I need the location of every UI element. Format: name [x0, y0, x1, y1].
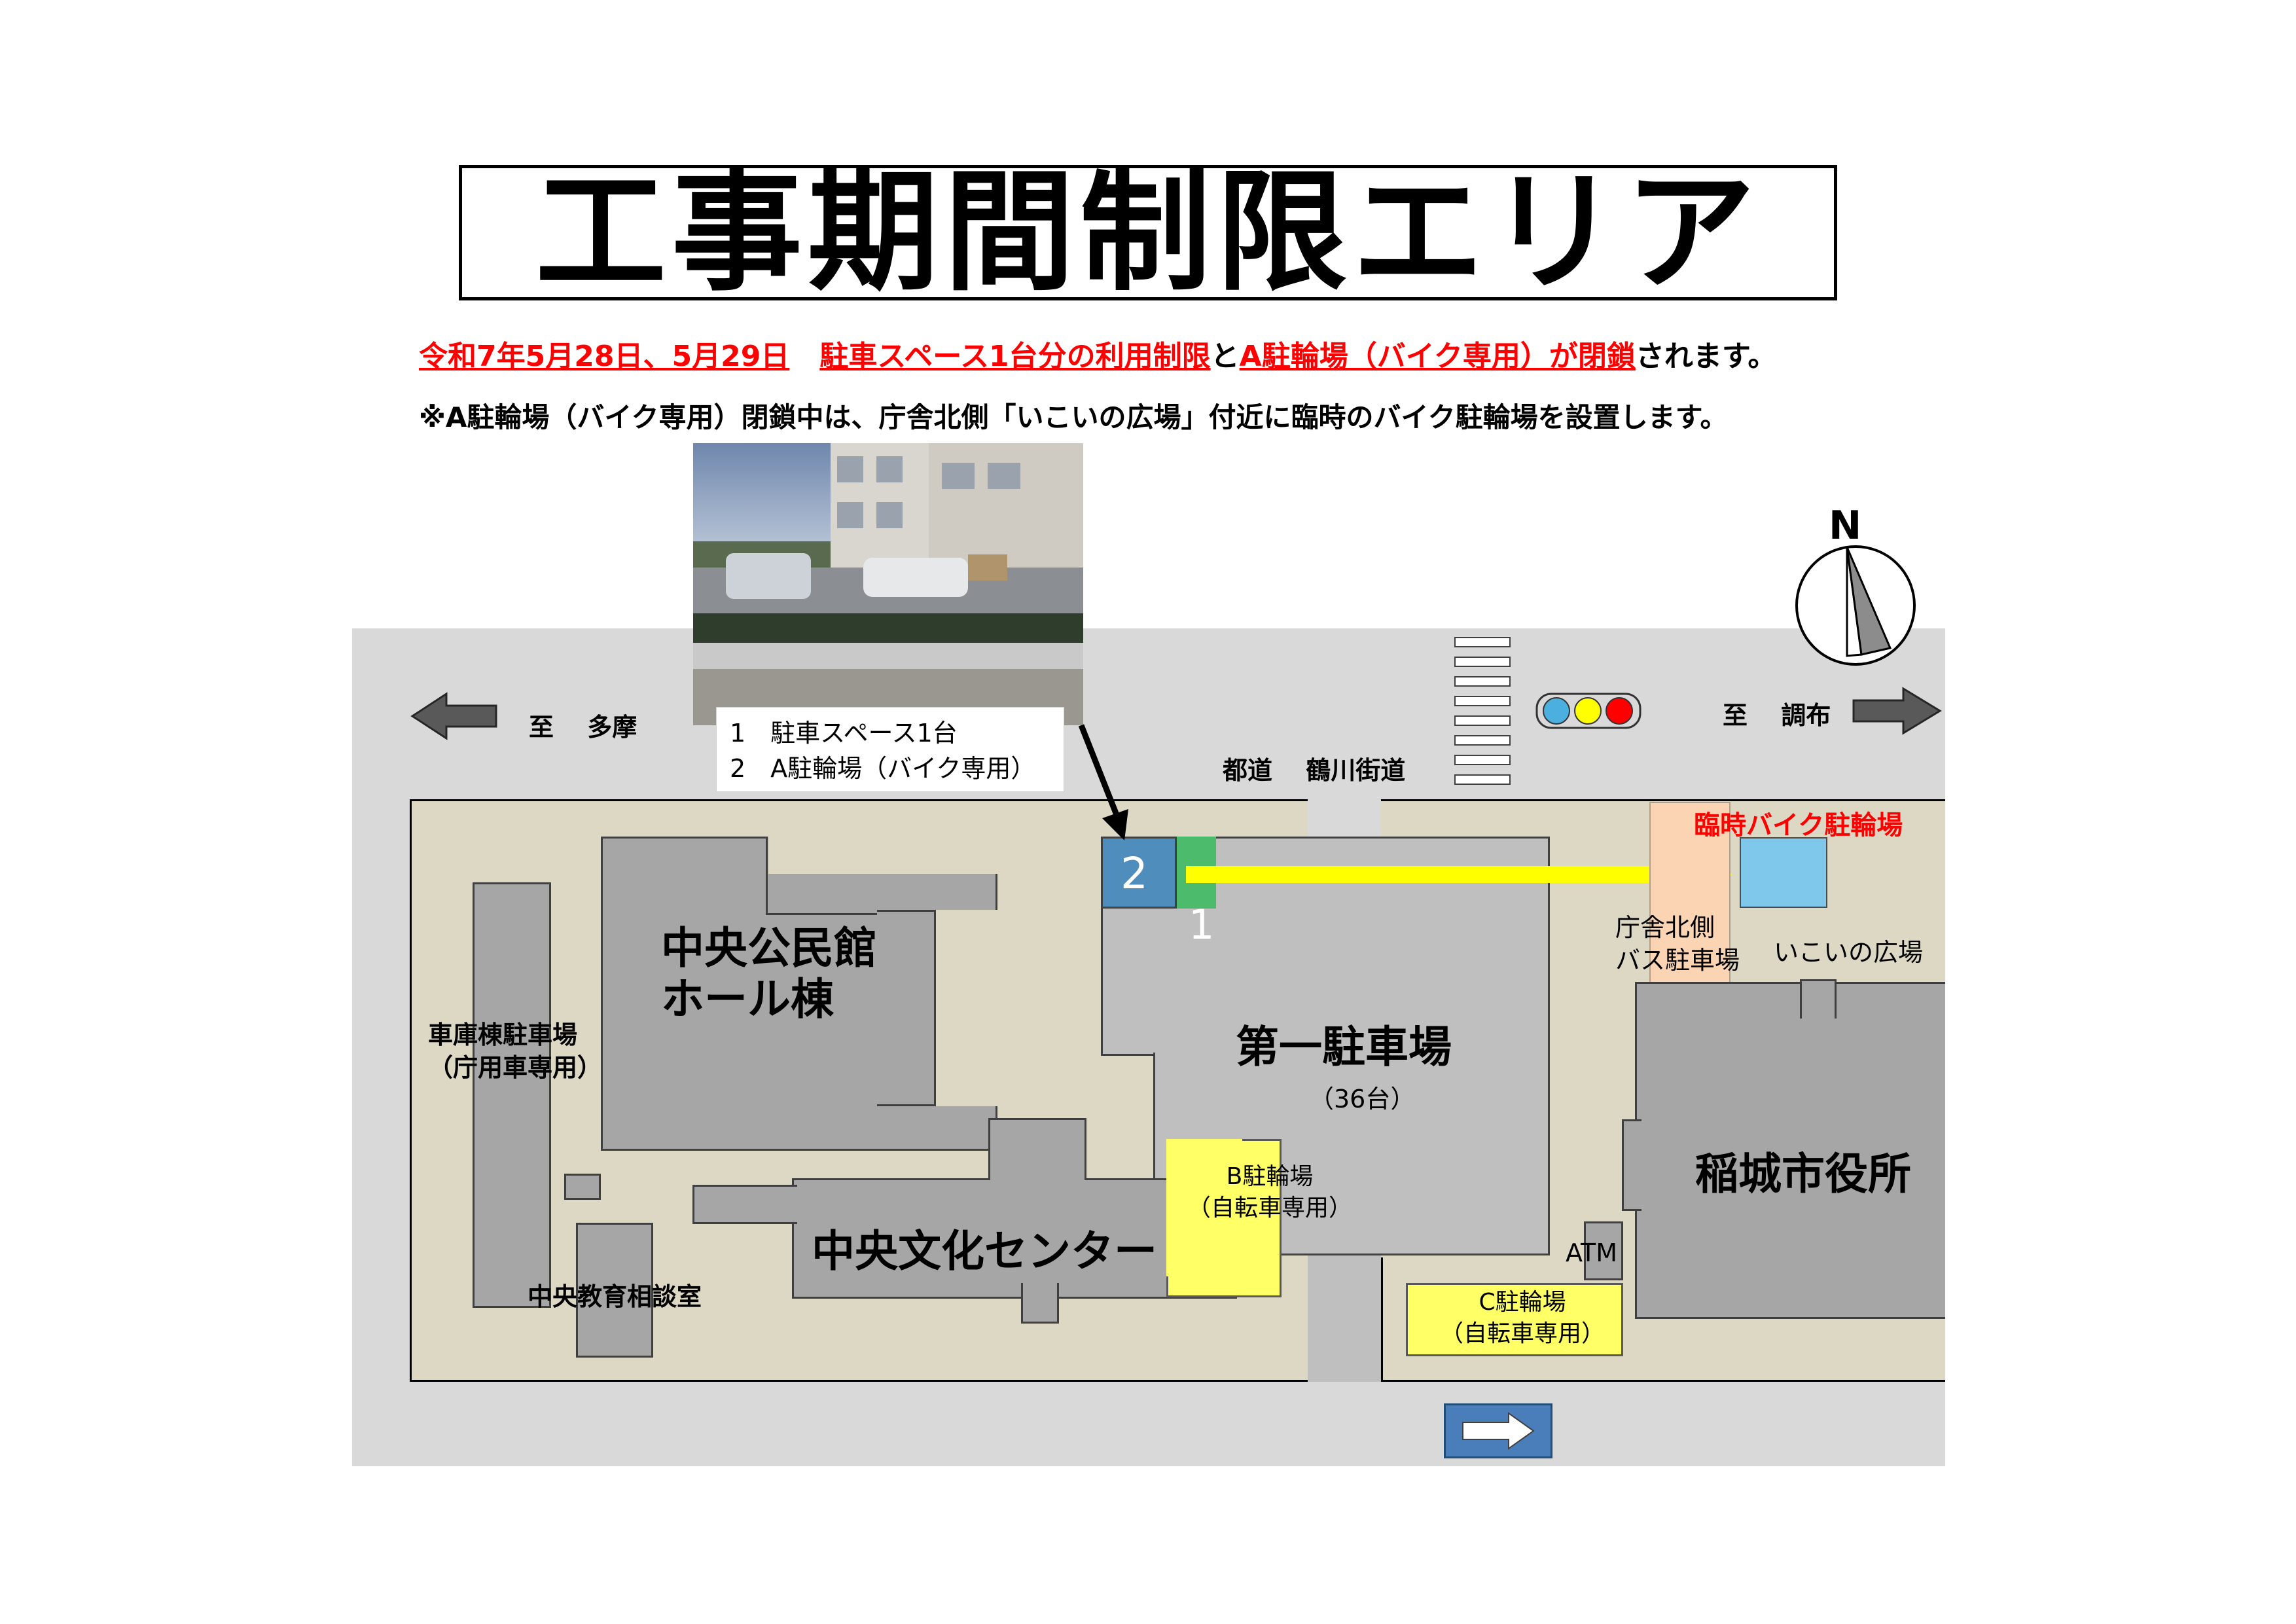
entrance-sign: [1444, 1403, 1552, 1458]
photo-caption-2: 2 A駐輪場（バイク専用）: [730, 754, 1036, 783]
culture-center-south: [1021, 1283, 1059, 1324]
plaza-label: いこいの広場: [1774, 938, 1924, 967]
temp-area: [1649, 802, 1731, 984]
bus-label-1: 庁舎北側: [1615, 913, 1715, 942]
culture-label: 中央文化センター: [812, 1226, 1157, 1276]
edu-building: [576, 1223, 653, 1358]
right-road-arrow-icon: [1852, 687, 1942, 735]
garage-label: 車庫棟駐車場 （庁用車専用）: [428, 1019, 602, 1084]
notice-restriction: 駐車スペース1台分の利用制限: [819, 340, 1211, 373]
title-box: 工事期間制限エリア: [459, 165, 1837, 300]
marker-1: 1: [1189, 901, 1215, 948]
city-hall-wing: [1622, 1119, 1641, 1211]
site-photo: [693, 443, 1083, 725]
page-title: 工事期間制限エリア: [535, 156, 1761, 309]
notice-dates: 令和7年5月28日、5月29日: [419, 340, 790, 373]
b-bicycle-label-2: （自転車専用）: [1187, 1195, 1353, 1221]
direction-right: 至 調布: [1723, 701, 1831, 730]
c-bicycle-label: C駐輪場 （自転車専用）: [1440, 1287, 1605, 1350]
compass-label: N: [1829, 503, 1862, 549]
bus-label-2: バス駐車場: [1615, 946, 1740, 975]
garage-label-1: 車庫棟駐車場: [428, 1020, 578, 1049]
atm-building: [1584, 1221, 1623, 1280]
hall-label-1: 中央公民館: [661, 923, 877, 973]
c-bicycle-parking: [1406, 1283, 1623, 1356]
b-bicycle-fill: [1166, 1139, 1242, 1276]
c-bicycle-label-1: C駐輪場: [1479, 1289, 1566, 1316]
b-bicycle-label: B駐輪場 （自転車専用）: [1187, 1161, 1352, 1224]
bus-label: 庁舎北側 バス駐車場: [1615, 911, 1740, 977]
notice-line: 令和7年5月28日、5月29日駐車スペース1台分の利用制限とA駐輪場（バイク専用…: [419, 333, 1776, 374]
marker-2: 2: [1121, 848, 1148, 899]
b-bicycle-label-1: B駐輪場: [1226, 1163, 1314, 1190]
notice-connector: と: [1210, 340, 1240, 373]
a-bike-parking: [1101, 837, 1177, 909]
left-arrow-icon: [410, 692, 497, 740]
temp-bike-label: 臨時バイク駐輪場: [1694, 810, 1903, 840]
notice-suffix: されます。: [1635, 340, 1777, 373]
small-building: [564, 1174, 601, 1200]
subnotice: ※A駐輪場（バイク専用）閉鎖中は、庁舎北側「いこいの広場」付近に臨時のバイク駐輪…: [419, 401, 1728, 433]
temp-bike-parking: [1740, 837, 1827, 908]
pointer-arrow: [1078, 724, 1128, 840]
compass-icon: [1795, 545, 1916, 666]
road-name: 都道 鶴川街道: [1223, 756, 1406, 785]
lot-edge: [1101, 1054, 1155, 1056]
lot1-count: （36台）: [1309, 1085, 1416, 1113]
right-arrow-icon: [1462, 1412, 1535, 1450]
culture-center-tower: [988, 1118, 1086, 1180]
hall-notch-bg: [768, 835, 997, 874]
crosswalk: [1454, 637, 1511, 785]
c-bicycle-label-2: （自転車専用）: [1440, 1320, 1605, 1347]
direction-left: 至 多摩: [529, 713, 637, 742]
garage-label-2: （庁用車専用）: [428, 1053, 603, 1082]
city-hall-label: 稲城市役所: [1695, 1149, 1911, 1199]
photo-caption: 1 駐車スペース1台 2 A駐輪場（バイク専用）: [716, 707, 1064, 792]
traffic-light-icon: [1535, 693, 1641, 729]
photo-caption-1: 1 駐車スペース1台: [730, 719, 958, 748]
city-hall-tower: [1800, 979, 1837, 1019]
garage-building: [473, 882, 551, 1308]
atm-label: ATM: [1566, 1238, 1618, 1267]
photo-scene: [693, 443, 1083, 725]
hall-building-east: [877, 910, 936, 1106]
culture-center-west: [692, 1185, 797, 1224]
city-hall: [1635, 982, 1945, 1319]
hall-label-2: ホール棟: [661, 974, 834, 1024]
notice-closure: A駐輪場（バイク専用）が閉鎖: [1239, 340, 1636, 373]
edu-label: 中央教育相談室: [528, 1282, 702, 1311]
hall-notch-right: [936, 910, 1001, 1106]
lot1-label: 第一駐車場: [1236, 1022, 1452, 1072]
hall-label: 中央公民館 ホール棟: [661, 923, 877, 1025]
